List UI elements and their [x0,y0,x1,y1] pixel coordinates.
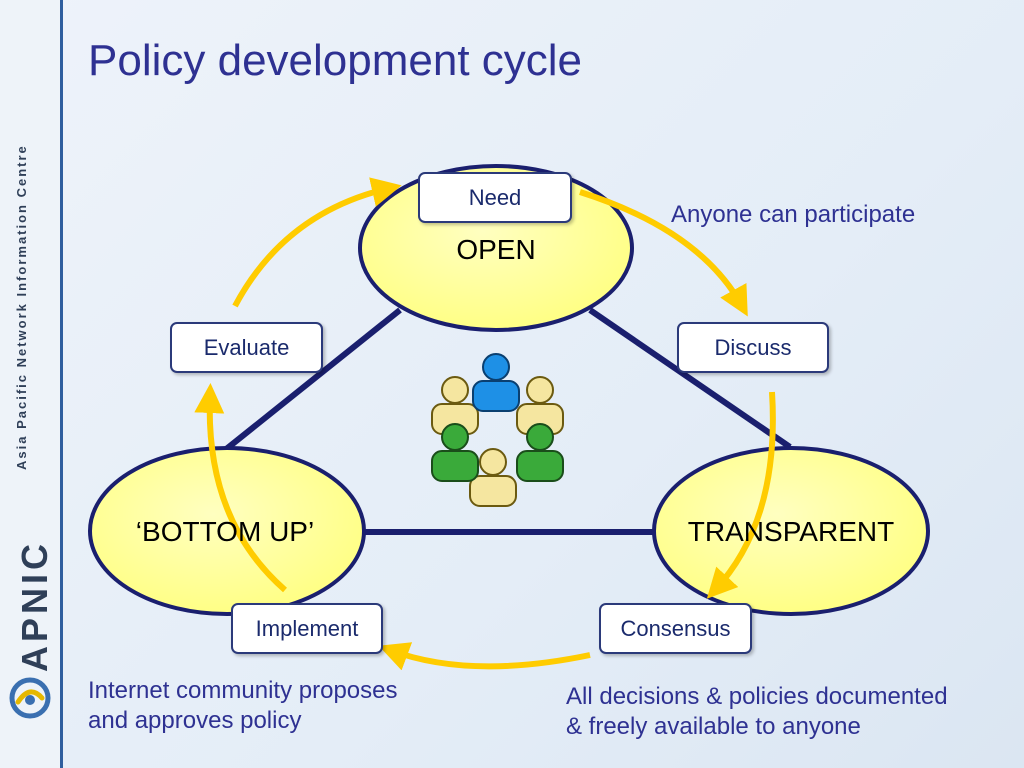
note-community-proposes: Internet community proposes and approves… [88,676,397,736]
arrow-implement-to-evaluate [194,383,287,593]
note-documented-line2: & freely available to anyone [566,713,861,740]
arrow-evaluate-to-need [232,177,402,308]
step-discuss: Discuss [677,322,829,373]
note-documented-line1: All decisions & policies documented [566,683,948,710]
arrow-consensus-to-implement [378,642,591,671]
node-bottom-up [88,446,366,616]
step-evaluate: Evaluate [170,322,323,373]
apnic-swirl-logo-icon [9,677,51,719]
note-community-line2: and approves policy [88,707,302,734]
note-decisions-documented: All decisions & policies documented & fr… [566,682,948,742]
connector-open-transparent [588,307,792,450]
connector-open-bottom-up [223,307,402,453]
node-open-label: OPEN [456,234,536,265]
note-community-line1: Internet community proposes [88,677,398,704]
node-bottom-up-label: ‘BOTTOM UP’ [135,516,315,547]
arrow-need-to-discuss [579,189,748,317]
arrow-discuss-to-consensus [706,391,776,599]
sidebar: Asia Pacific Network Information Centre … [0,0,63,768]
people-circle-icon [431,353,564,507]
node-transparent-label: TRANSPARENT [687,516,895,547]
page-title: Policy development cycle [88,36,583,85]
note-anyone-can-participate: Anyone can participate [671,200,915,230]
step-consensus: Consensus [599,603,752,654]
step-need: Need [418,172,572,223]
step-implement: Implement [231,603,383,654]
note-participate-text: Anyone can participate [671,201,916,228]
